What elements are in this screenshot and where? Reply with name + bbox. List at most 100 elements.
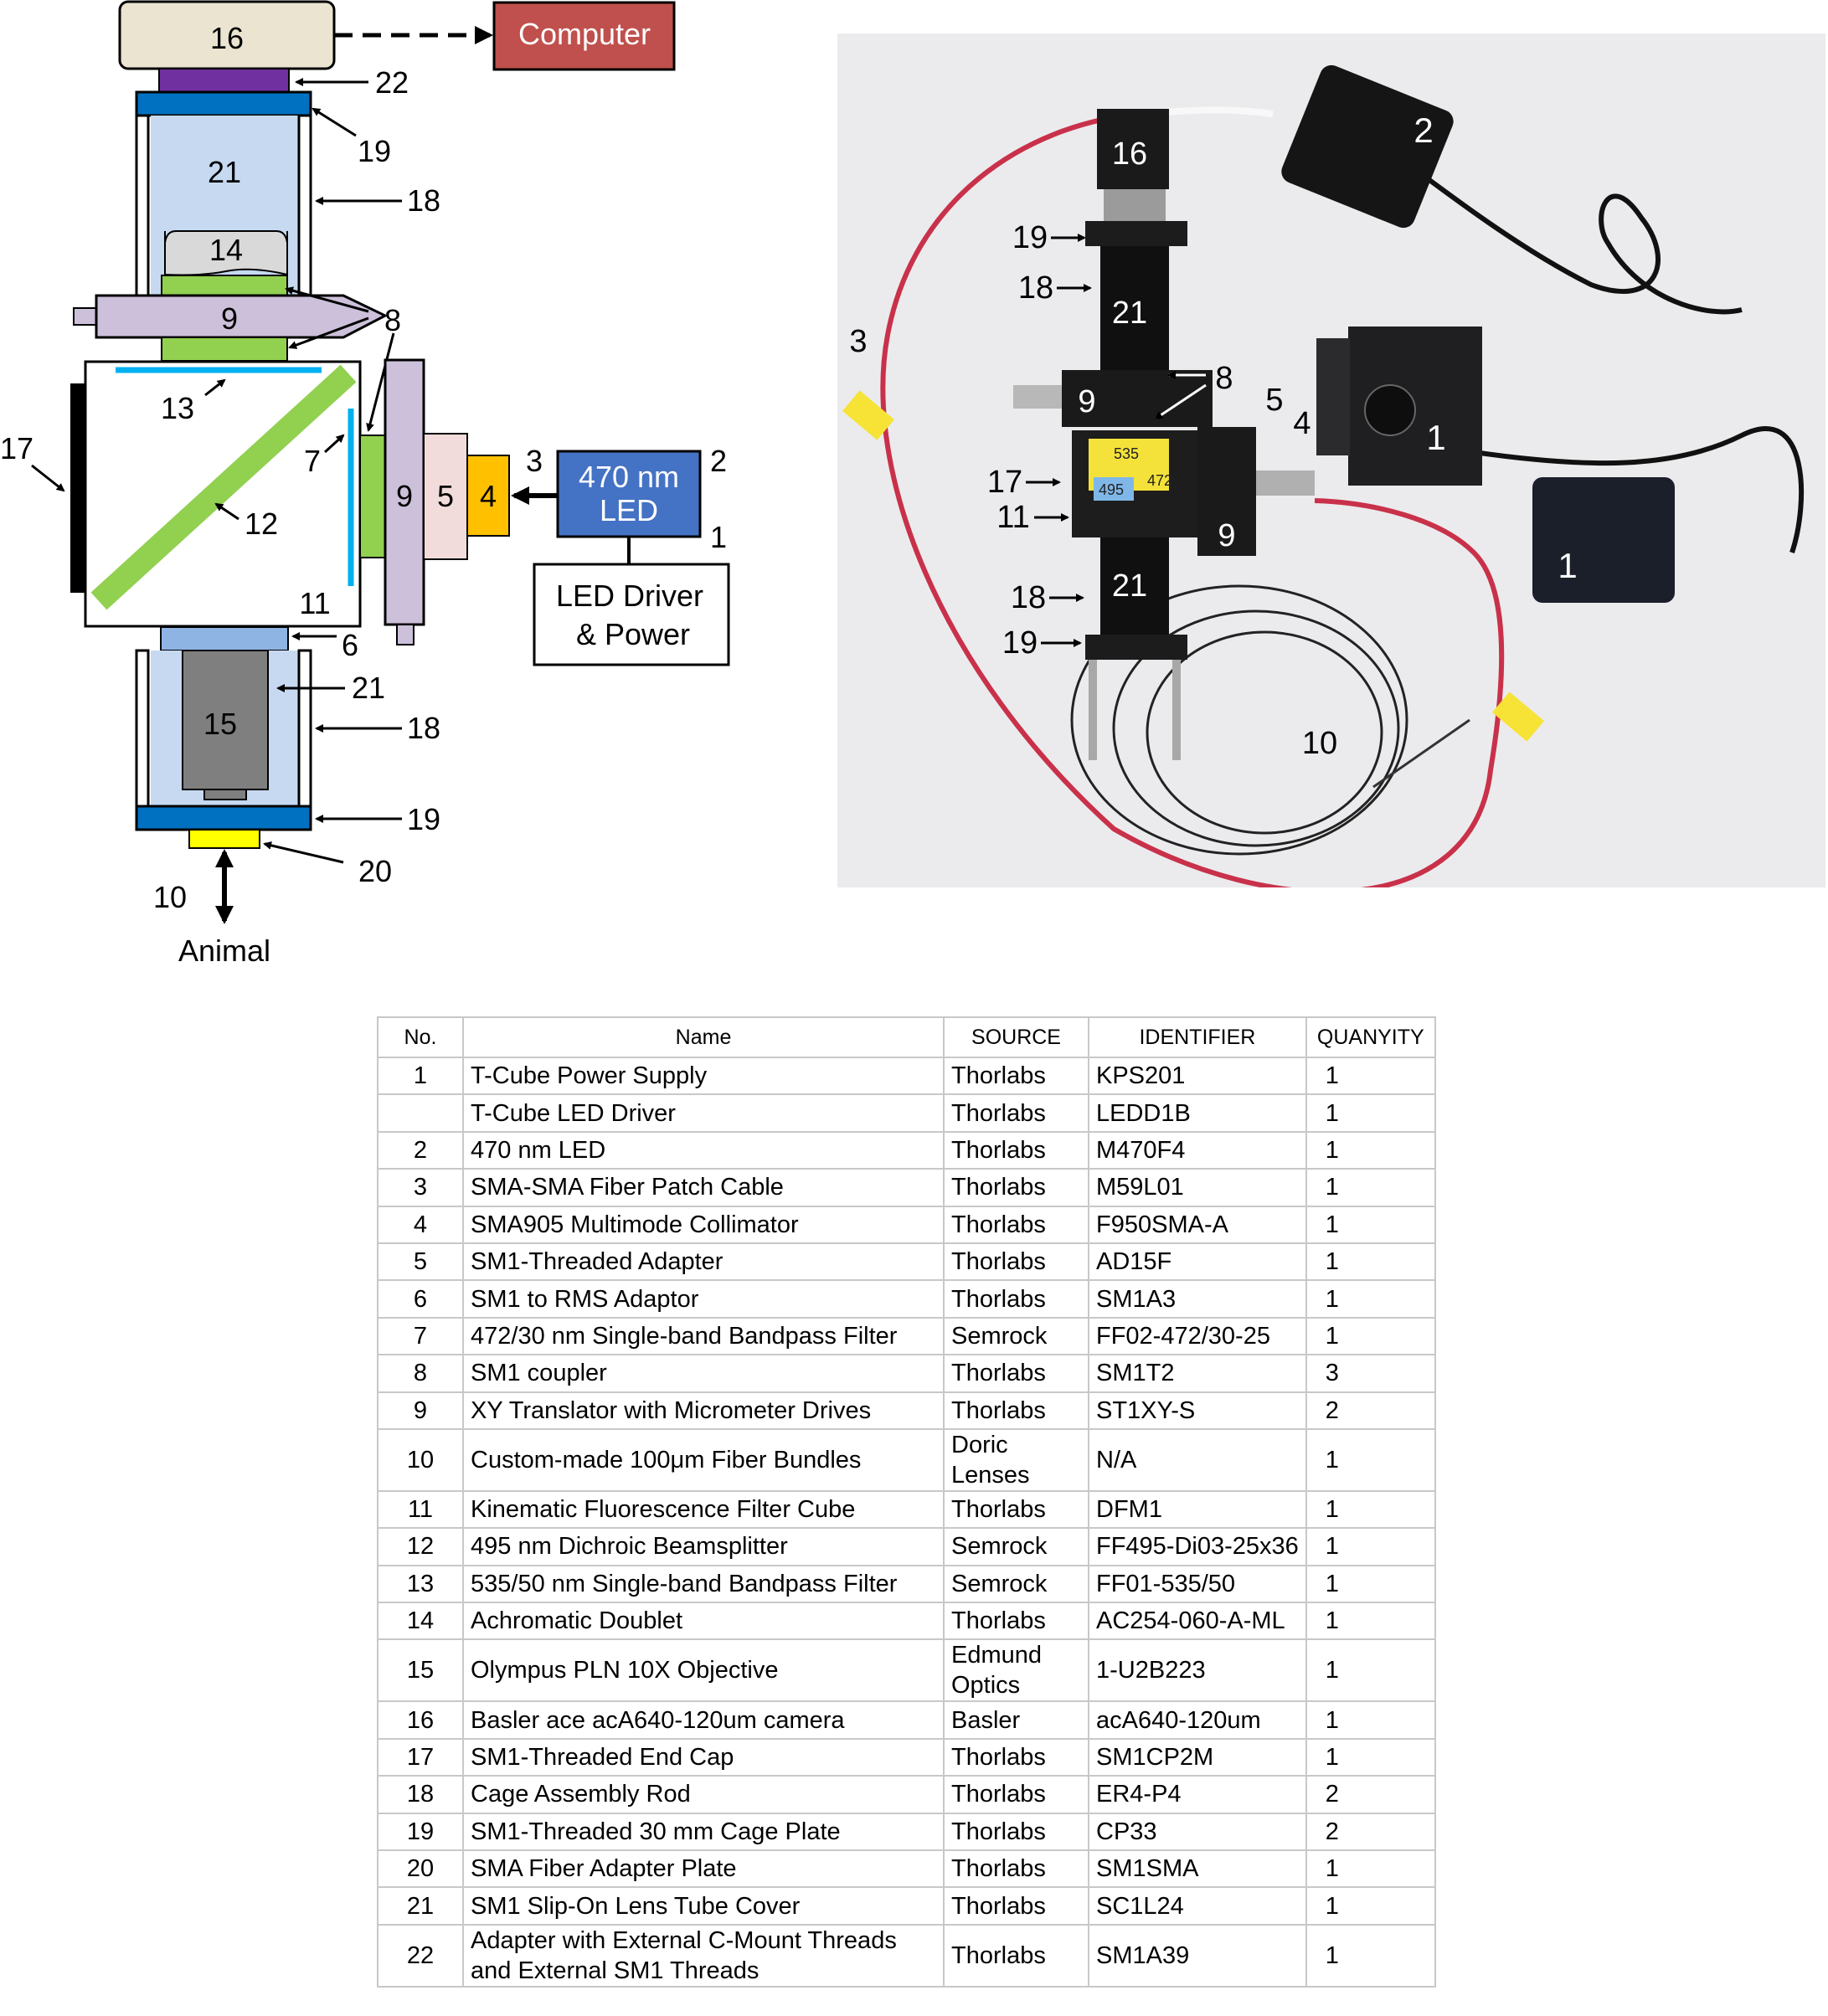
row-source: Semrock <box>943 1527 1089 1566</box>
rms-adaptor-label: 6 <box>342 628 358 662</box>
camera-label: 16 <box>210 21 244 55</box>
row-number: 14 <box>377 1602 464 1641</box>
row-number: 8 <box>377 1354 464 1393</box>
emission-filter-label: 13 <box>161 391 194 425</box>
photo-driver-bracket <box>1316 338 1350 455</box>
doublet-label: 14 <box>209 233 243 267</box>
collimator-label: 4 <box>480 479 497 513</box>
row-name: Custom-made 100μm Fiber Bundles <box>462 1427 945 1492</box>
row-source: Edmund Optics <box>943 1638 1089 1703</box>
top-translator-label: 9 <box>221 301 238 336</box>
objective-tip <box>203 789 247 800</box>
photo-cube-blue-tape <box>1094 477 1134 501</box>
row-source: Thorlabs <box>943 1602 1089 1641</box>
row-number: 17 <box>377 1737 464 1777</box>
adapter-shape <box>423 433 468 560</box>
row-name: SMA905 Multimode Collimator <box>462 1205 945 1244</box>
row-name: 495 nm Dichroic Beamsplitter <box>462 1527 945 1566</box>
row-source: Thorlabs <box>943 1056 1089 1096</box>
row-quantity: 1 <box>1305 1527 1436 1566</box>
bottom-lens-tube-label: 21 <box>352 671 385 705</box>
row-number: 2 <box>377 1130 464 1170</box>
row-number: 22 <box>377 1923 464 1988</box>
row-quantity: 1 <box>1305 1923 1436 1988</box>
rms-adaptor-shape <box>160 626 289 651</box>
tape-right <box>1492 692 1544 742</box>
row-name: Olympus PLN 10X Objective <box>462 1638 945 1703</box>
fiber-tail <box>1372 718 1470 789</box>
row-quantity: 1 <box>1305 1427 1436 1492</box>
row-source: Thorlabs <box>943 1354 1089 1393</box>
row-number: 5 <box>377 1242 464 1282</box>
side-coupler-shape <box>359 435 386 558</box>
top-translator-knob <box>73 307 97 326</box>
bottom-rod-label: 18 <box>407 711 440 745</box>
row-quantity: 1 <box>1305 1700 1436 1740</box>
photo-camera-label: 16 <box>1112 136 1147 172</box>
row-quantity: 1 <box>1305 1489 1436 1530</box>
row-identifier: FF01-535/50 <box>1088 1564 1307 1604</box>
excitation-filter-label: 7 <box>304 444 321 478</box>
fiber-label: 10 <box>153 880 187 914</box>
row-source: Thorlabs <box>943 1242 1089 1282</box>
row-identifier: acA640-120um <box>1088 1700 1307 1740</box>
row-identifier: AC254-060-A-ML <box>1088 1602 1307 1641</box>
photo-translator-right-label: 9 <box>1218 518 1235 553</box>
row-name: T-Cube LED Driver <box>462 1093 945 1133</box>
end-cap-arrow <box>31 464 65 492</box>
top-cage-plate-label: 19 <box>358 134 391 168</box>
photo-rod-right <box>1172 660 1181 760</box>
photo-end-cap-label: 17 <box>987 465 1022 500</box>
photo-bottom-rod-label: 18 <box>1011 580 1046 615</box>
photo-power-label: 1 <box>1558 546 1577 585</box>
row-name: SM1-Threaded End Cap <box>462 1737 945 1777</box>
row-number: 19 <box>377 1812 464 1852</box>
row-name: Cage Assembly Rod <box>462 1775 945 1814</box>
row-number <box>377 1093 464 1133</box>
dichroic-shape <box>90 364 357 610</box>
row-source: Thorlabs <box>943 1923 1089 1988</box>
objective-shape <box>182 650 269 790</box>
row-number: 7 <box>377 1316 464 1356</box>
row-number: 18 <box>377 1775 464 1814</box>
photo-camera <box>1097 109 1169 189</box>
row-number: 3 <box>377 1168 464 1207</box>
row-name: SM1 to RMS Adaptor <box>462 1279 945 1319</box>
c-mount-adapter-shape <box>158 68 290 93</box>
row-source: Thorlabs <box>943 1849 1089 1889</box>
row-quantity: 1 <box>1305 1279 1436 1319</box>
row-number: 20 <box>377 1849 464 1889</box>
row-name: Basler ace acA640-120um camera <box>462 1700 945 1740</box>
black-cable-2 <box>1473 426 1805 553</box>
row-quantity: 1 <box>1305 1168 1436 1207</box>
row-source: Thorlabs <box>943 1093 1089 1133</box>
photo-collimator-label: 4 <box>1293 406 1310 441</box>
row-source: Thorlabs <box>943 1168 1089 1207</box>
photo-adapter-label: 5 <box>1265 383 1283 418</box>
bottom-rod-left <box>135 649 150 808</box>
photo-top-tube <box>1100 246 1169 380</box>
row-source: Basler <box>943 1700 1089 1740</box>
bottom-rod-right <box>297 649 312 808</box>
led-box-label-line-2: LED <box>600 493 658 527</box>
middle-coupler-shape <box>161 337 288 362</box>
photo-top-rod-label: 18 <box>1018 270 1053 306</box>
row-name: 535/50 nm Single-band Bandpass Filter <box>462 1564 945 1604</box>
row-identifier: 1-U2B223 <box>1088 1638 1307 1703</box>
coupler-arrow-3 <box>366 332 395 432</box>
row-identifier: F950SMA-A <box>1088 1205 1307 1244</box>
row-identifier: FF495-Di03-25x36 <box>1088 1527 1307 1566</box>
collimator-shape <box>466 455 510 537</box>
photo-couplers-label: 8 <box>1215 361 1233 396</box>
photo-led-housing <box>1281 64 1454 229</box>
row-number: 12 <box>377 1527 464 1566</box>
row-name: SMA-SMA Fiber Patch Cable <box>462 1168 945 1207</box>
photo-translator-knob-left <box>1013 385 1062 409</box>
header-identifier: IDENTIFIER <box>1088 1016 1307 1058</box>
